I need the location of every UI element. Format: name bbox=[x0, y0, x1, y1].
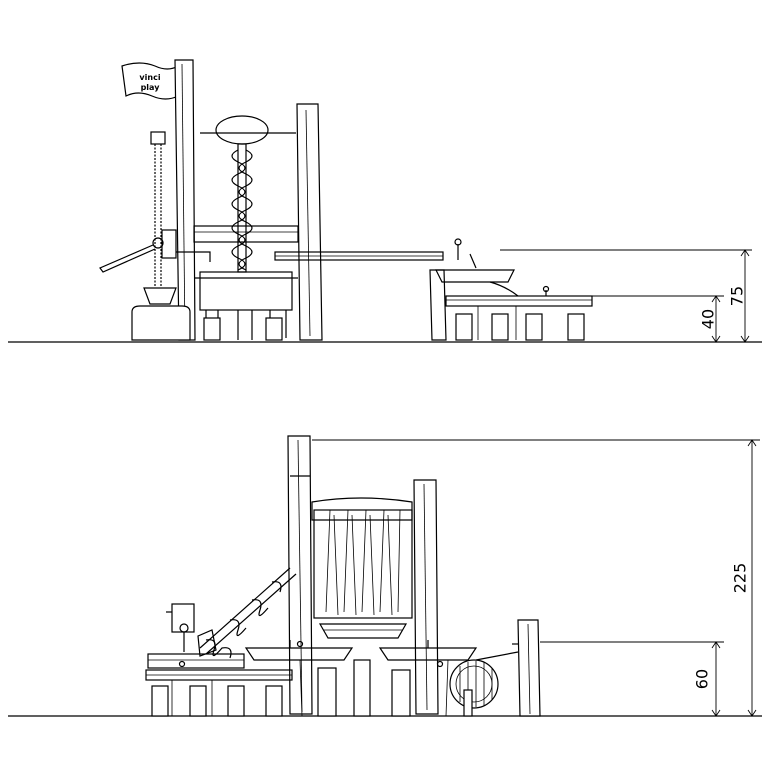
archimedes-screw-top bbox=[200, 115, 296, 273]
bucket-elevator bbox=[311, 497, 413, 639]
logo-text-line2: play bbox=[141, 83, 161, 92]
centre-tables-bottom bbox=[244, 640, 478, 717]
left-tables-bottom bbox=[145, 653, 293, 717]
water-channel-top bbox=[274, 251, 444, 261]
dimension-label-75: 75 bbox=[728, 286, 747, 306]
chain-pump bbox=[99, 131, 211, 341]
water-wheel bbox=[449, 651, 519, 717]
dimension-label-60: 60 bbox=[693, 669, 712, 689]
crank-box bbox=[166, 603, 195, 652]
dimensions-top: 40 75 bbox=[500, 249, 752, 343]
archimedes-screw-bottom bbox=[197, 567, 297, 659]
elevation-top: vinci play bbox=[8, 59, 762, 343]
dimensions-bottom: 60 225 bbox=[312, 439, 760, 717]
logo-flag: vinci play bbox=[121, 62, 179, 100]
right-post bbox=[296, 103, 323, 341]
left-post bbox=[174, 59, 196, 341]
logo-text-line1: vinci bbox=[139, 73, 160, 82]
dimension-label-225: 225 bbox=[731, 563, 750, 594]
pump-base bbox=[131, 305, 191, 341]
water-table-top bbox=[193, 225, 299, 341]
elevation-bottom: 60 225 bbox=[8, 435, 762, 717]
right-post-bottom bbox=[413, 479, 439, 715]
dimension-label-40: 40 bbox=[699, 309, 718, 329]
low-tables-top bbox=[429, 238, 593, 341]
